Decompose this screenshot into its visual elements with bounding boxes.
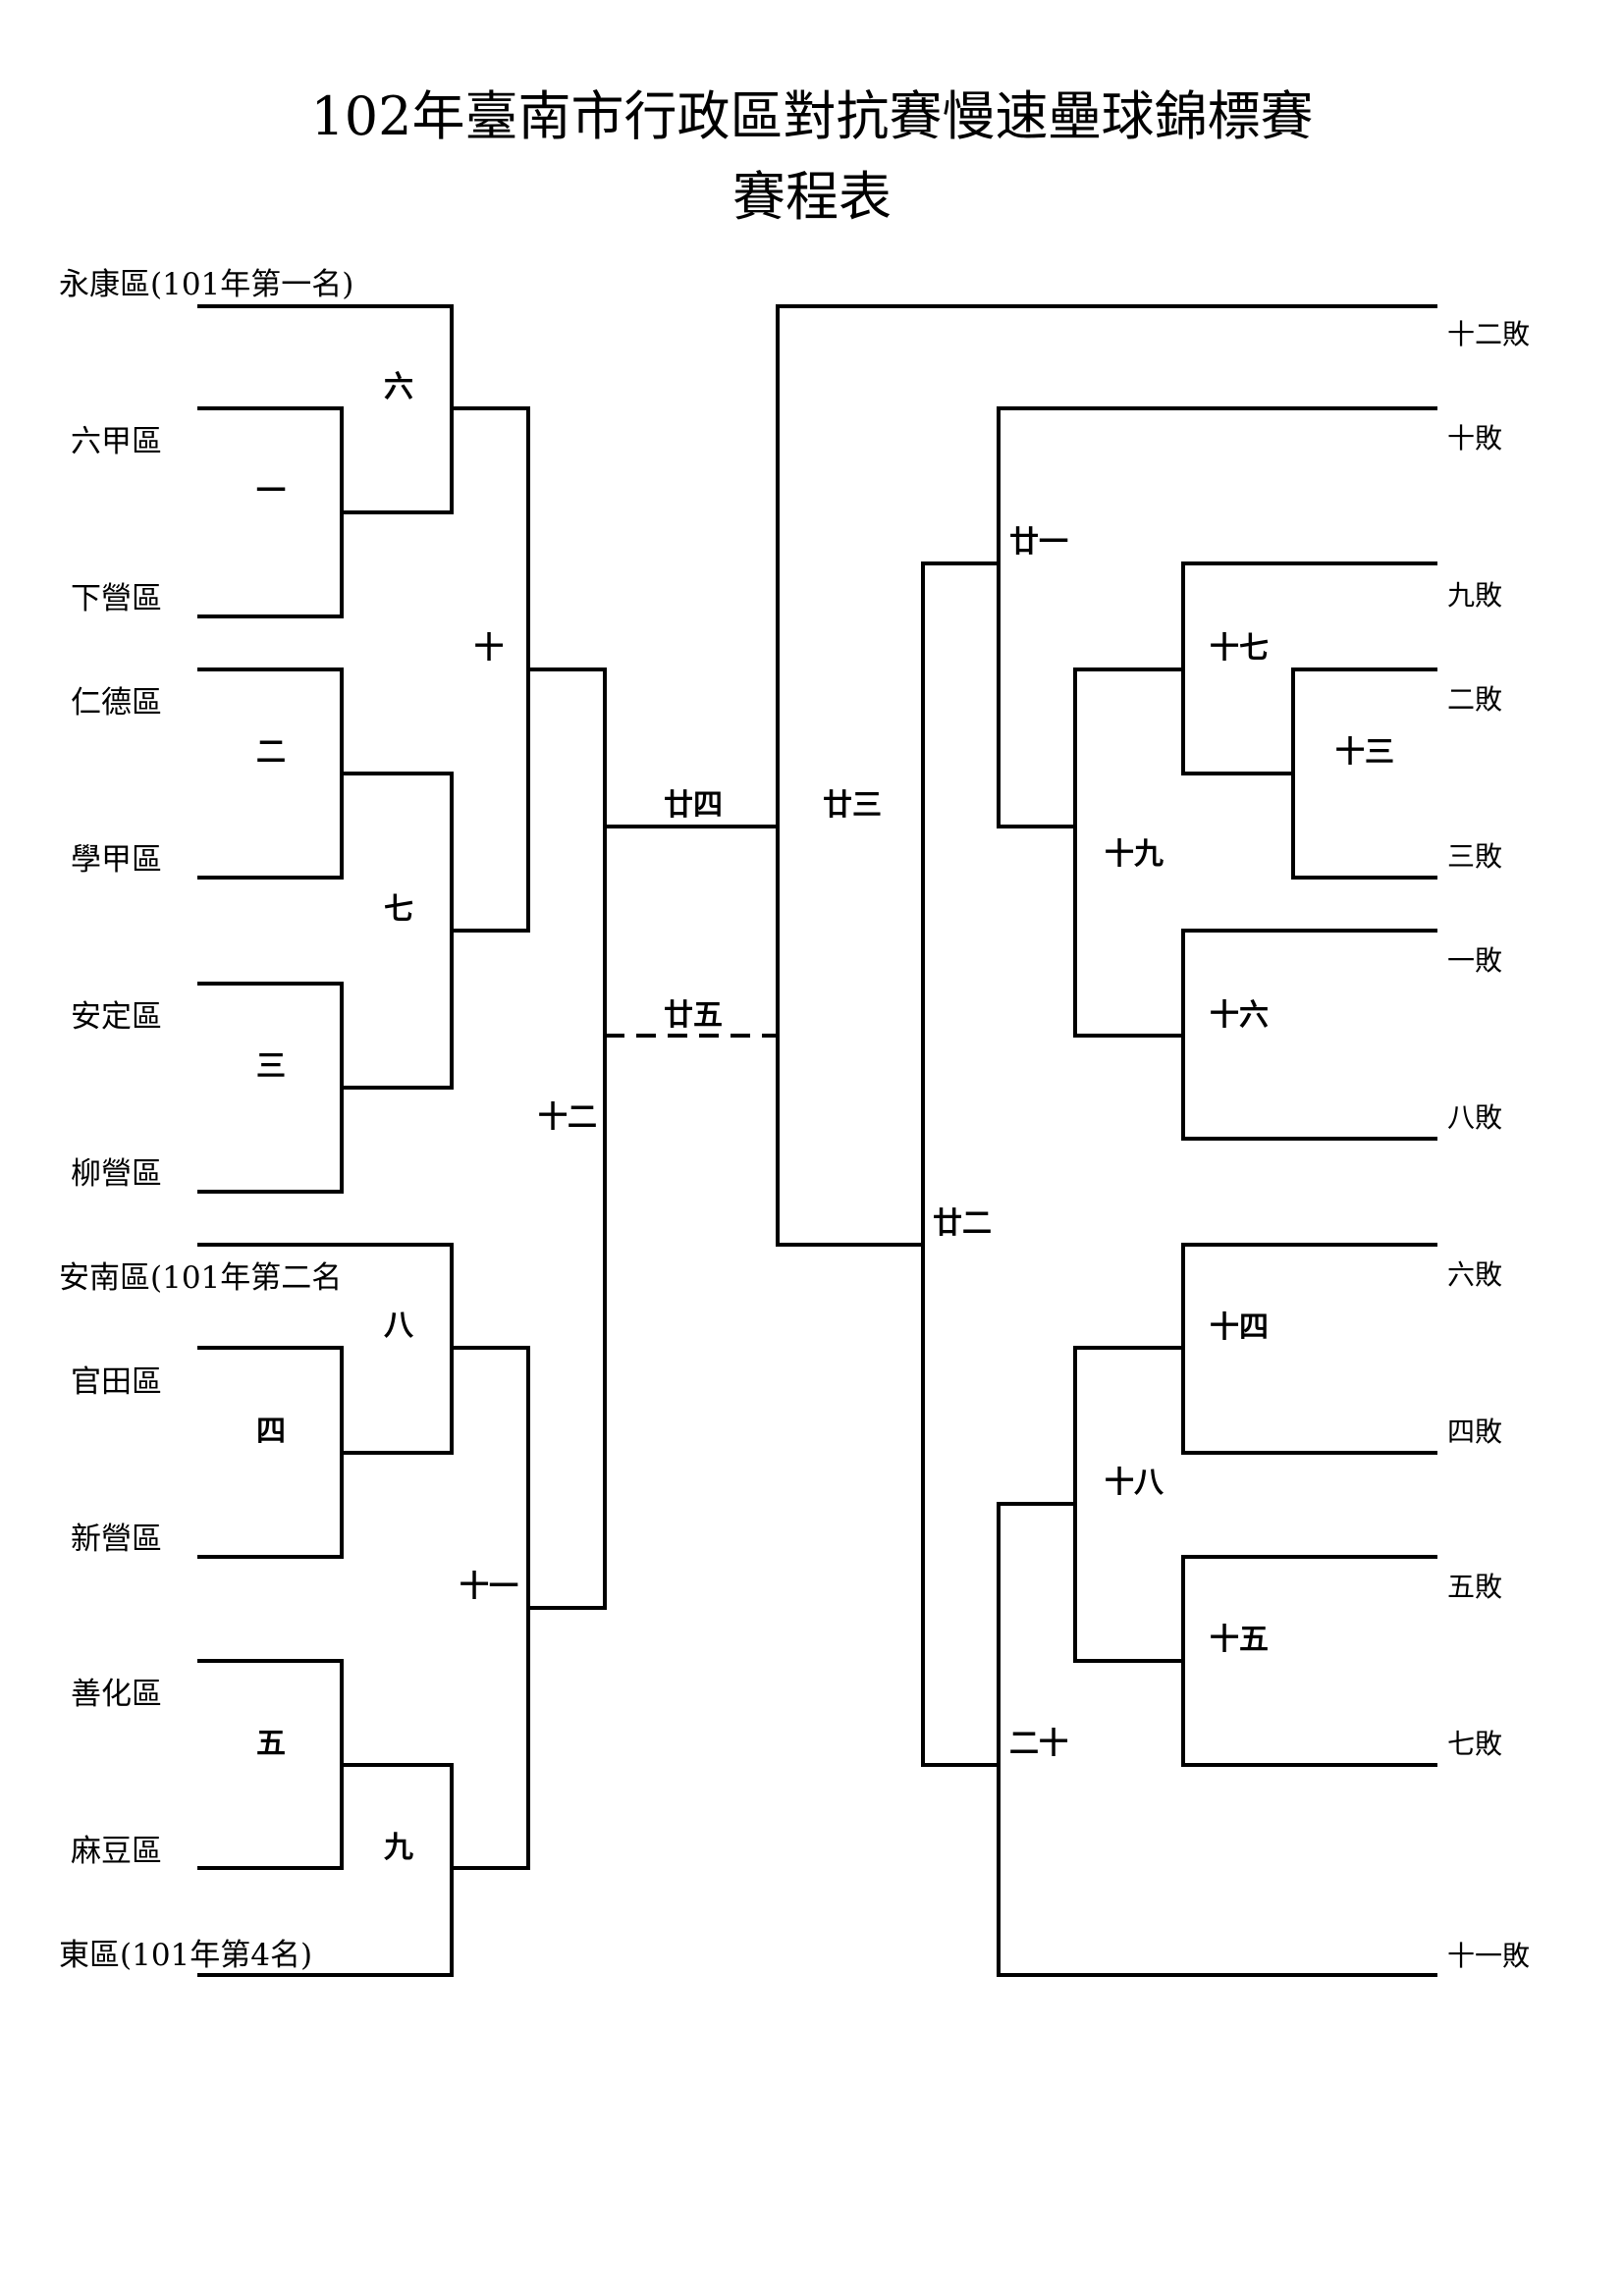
bracket-line-m13	[1181, 667, 1437, 880]
match-label-12: 十二	[538, 1100, 597, 1135]
bracket-line-m18	[997, 1346, 1077, 1663]
team-label: 學甲區	[71, 842, 162, 878]
bracket-line-m11	[526, 1346, 607, 1870]
loser-label: 八敗	[1447, 1101, 1502, 1134]
team-label: 安南區(101年第二名	[59, 1260, 342, 1296]
loser-label: 十敗	[1447, 422, 1502, 454]
match-label-11: 十一	[460, 1570, 518, 1604]
match-label-18: 十八	[1105, 1466, 1164, 1500]
page-subtitle: 賽程表	[732, 166, 892, 228]
bracket-line-m15	[1073, 1555, 1437, 1767]
loser-label: 十二敗	[1447, 318, 1530, 350]
loser-label: 六敗	[1447, 1258, 1502, 1291]
match-label-4: 四	[256, 1415, 286, 1449]
team-label: 柳營區	[71, 1156, 162, 1192]
loser-label: 二敗	[1447, 683, 1502, 716]
match-label-10: 十	[474, 631, 504, 666]
match-label-7: 七	[384, 892, 413, 927]
bracket-line-m14	[1073, 1243, 1437, 1455]
bracket-line-m2	[197, 667, 454, 880]
match-label-6: 六	[384, 370, 413, 404]
match-label-2: 二	[256, 735, 286, 770]
loser-label: 五敗	[1447, 1571, 1502, 1603]
match-label-20: 二十	[1009, 1727, 1068, 1761]
match-label-16: 十六	[1210, 998, 1269, 1033]
match-label-13: 十三	[1335, 735, 1394, 770]
team-label: 永康區(101年第一名)	[59, 267, 353, 302]
team-label: 六甲區	[71, 424, 162, 459]
loser-label: 十一敗	[1447, 1940, 1530, 1972]
team-label: 麻豆區	[71, 1834, 162, 1869]
loser-label: 三敗	[1447, 840, 1502, 873]
bracket-line-m1	[197, 406, 454, 618]
match-label-15: 十五	[1210, 1623, 1269, 1657]
team-label: 下營區	[71, 581, 162, 616]
match-label-23: 廿三	[823, 788, 882, 823]
bracket-line-m21	[921, 406, 1437, 828]
team-label: 東區(101年第4名)	[59, 1938, 312, 1973]
match-label-21: 廿一	[1009, 525, 1068, 560]
match-label-22: 廿二	[933, 1206, 992, 1241]
team-label: 仁德區	[71, 685, 162, 721]
bracket-line-m20	[921, 1502, 1437, 1977]
team-label: 新營區	[71, 1522, 162, 1557]
match-label-17: 十七	[1210, 631, 1269, 666]
team-label: 善化區	[71, 1677, 162, 1712]
bracket-line-m4	[197, 1346, 454, 1559]
bracket-line-m8	[197, 1243, 530, 1455]
bracket-line-m9	[197, 1763, 530, 1977]
match-label-3: 三	[256, 1049, 286, 1084]
bracket-line-m6	[197, 304, 530, 514]
match-label-9: 九	[384, 1831, 413, 1865]
team-label: 官田區	[71, 1364, 162, 1400]
bracket-line-m10	[526, 406, 607, 933]
team-label: 安定區	[71, 999, 162, 1035]
bracket-line-m7	[450, 772, 530, 1090]
match-label-5: 五	[256, 1727, 286, 1761]
bracket-line-m19	[997, 667, 1077, 1038]
match-label-24: 廿四	[664, 788, 723, 823]
loser-label: 四敗	[1447, 1415, 1502, 1448]
loser-label: 九敗	[1447, 579, 1502, 612]
match-label-19: 十九	[1105, 837, 1164, 872]
loser-label: 七敗	[1447, 1728, 1502, 1760]
loser-label: 一敗	[1447, 944, 1502, 977]
match-label-14: 十四	[1210, 1310, 1269, 1345]
bracket-line-m3	[197, 982, 454, 1194]
bracket-line-m5	[197, 1659, 454, 1870]
match-label-1: 一	[256, 474, 286, 508]
page-title: 102年臺南市行政區對抗賽慢速壘球錦標賽	[310, 85, 1314, 147]
match-label-25: 廿五	[664, 998, 723, 1033]
bracket-line-m17	[1073, 561, 1437, 775]
bracket-line-m16	[1073, 929, 1437, 1141]
bracket-line-m12	[603, 667, 780, 1610]
match-label-8: 八	[384, 1308, 414, 1343]
